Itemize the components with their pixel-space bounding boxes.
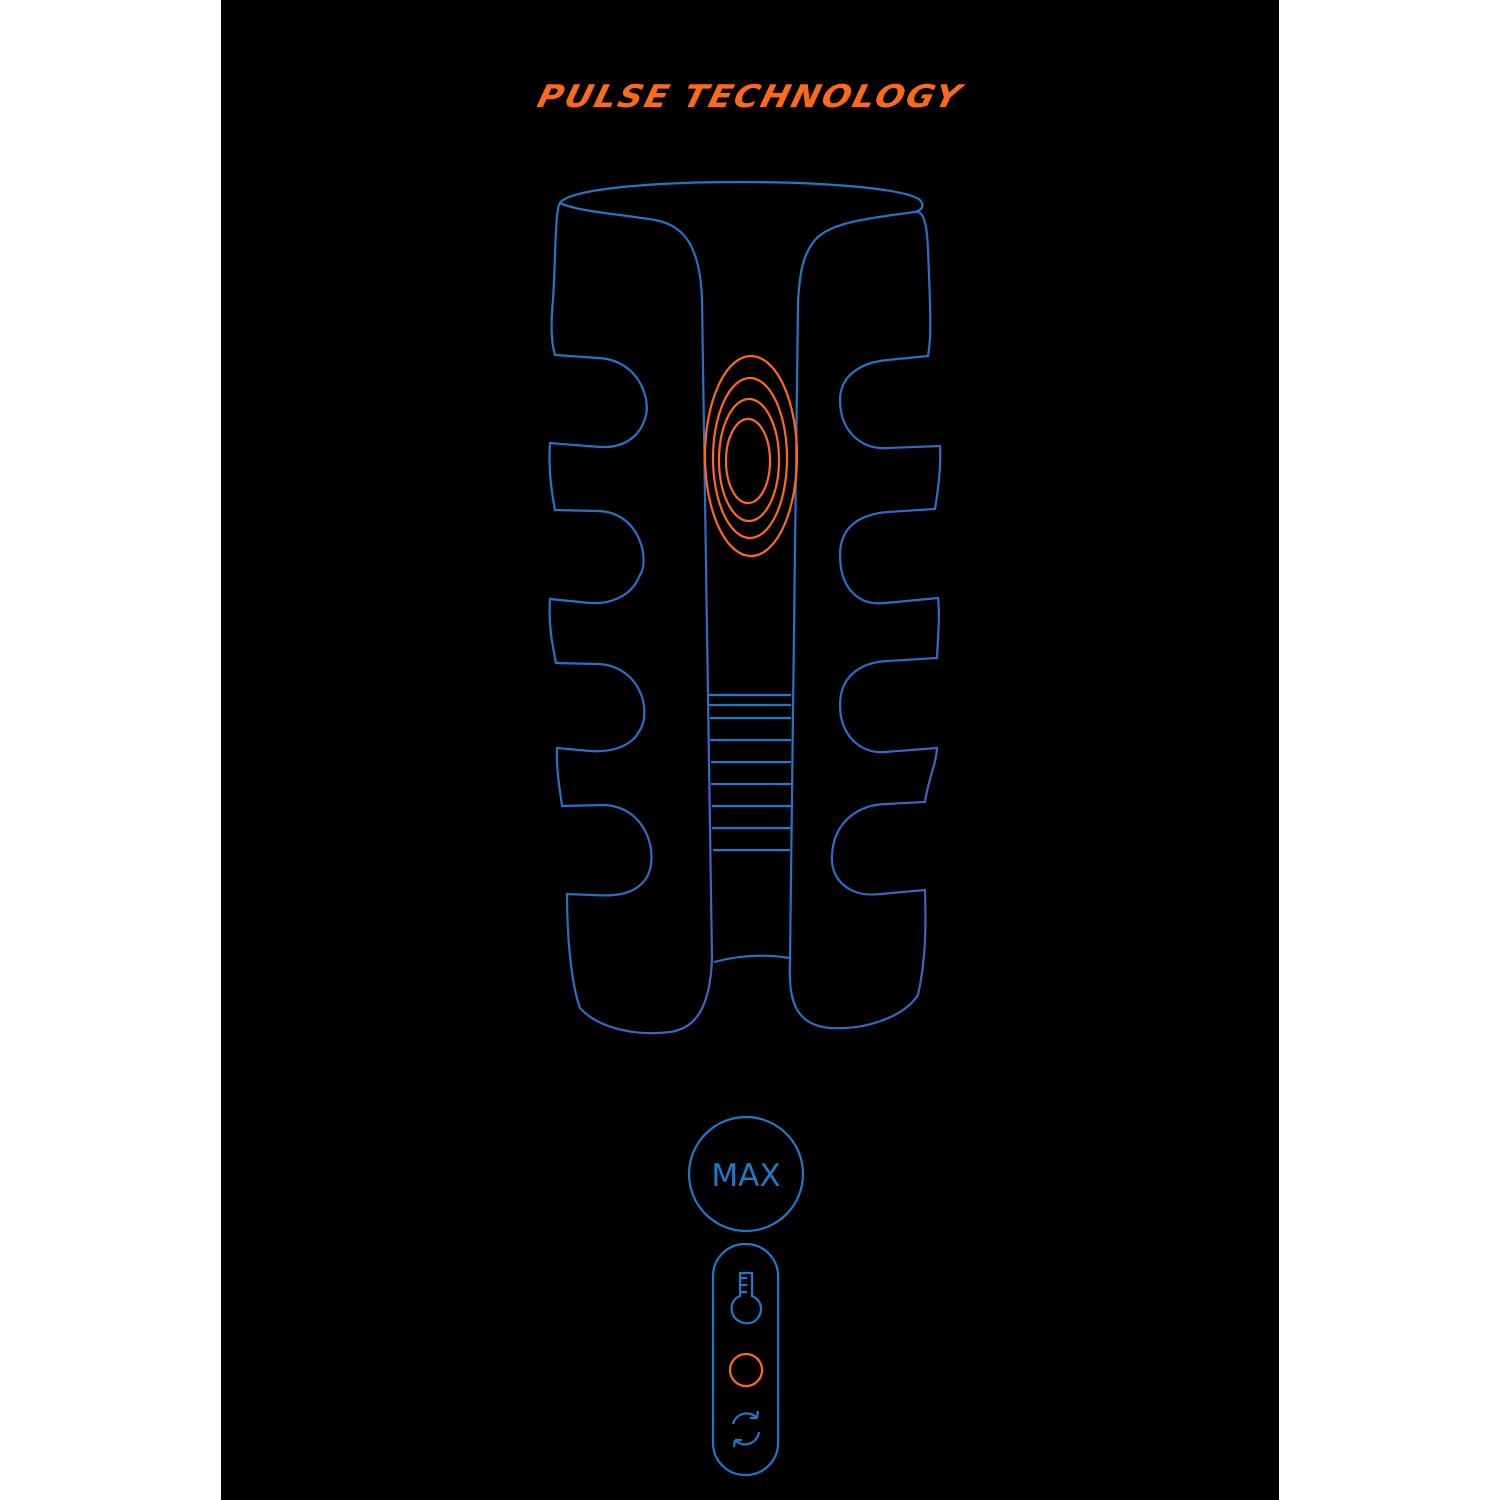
max-button-outline bbox=[687, 1115, 805, 1233]
temperature-heat-icon[interactable] bbox=[730, 1271, 762, 1325]
max-mode-button[interactable]: MAX bbox=[687, 1115, 805, 1233]
cycle-arrow-bottom bbox=[732, 1438, 742, 1448]
cycle-mode-icon[interactable] bbox=[731, 1410, 761, 1448]
pulse-ring bbox=[717, 397, 781, 523]
sleeve-bottom-bridge bbox=[713, 954, 791, 964]
pulse-ring bbox=[711, 376, 789, 540]
thermometer-outline bbox=[730, 1271, 762, 1325]
control-panel bbox=[711, 1242, 780, 1477]
sleeve-left-body bbox=[548, 201, 714, 1035]
pulse-ring bbox=[724, 417, 772, 505]
power-circle-icon[interactable] bbox=[728, 1352, 764, 1388]
cycle-arc-top bbox=[731, 1412, 758, 1425]
cycle-arc-bottom bbox=[734, 1431, 761, 1446]
sleeve-top-rim bbox=[559, 180, 924, 214]
cycle-arrow-top bbox=[750, 1410, 760, 1420]
pulse-rings-icon bbox=[703, 354, 799, 558]
center-ribs bbox=[709, 693, 791, 852]
control-pill-outline bbox=[711, 1242, 780, 1477]
sleeve-right-body bbox=[788, 210, 942, 1030]
max-label: MAX bbox=[711, 1158, 780, 1194]
black-panel bbox=[221, 0, 1279, 1500]
pulse-ring bbox=[703, 354, 799, 558]
